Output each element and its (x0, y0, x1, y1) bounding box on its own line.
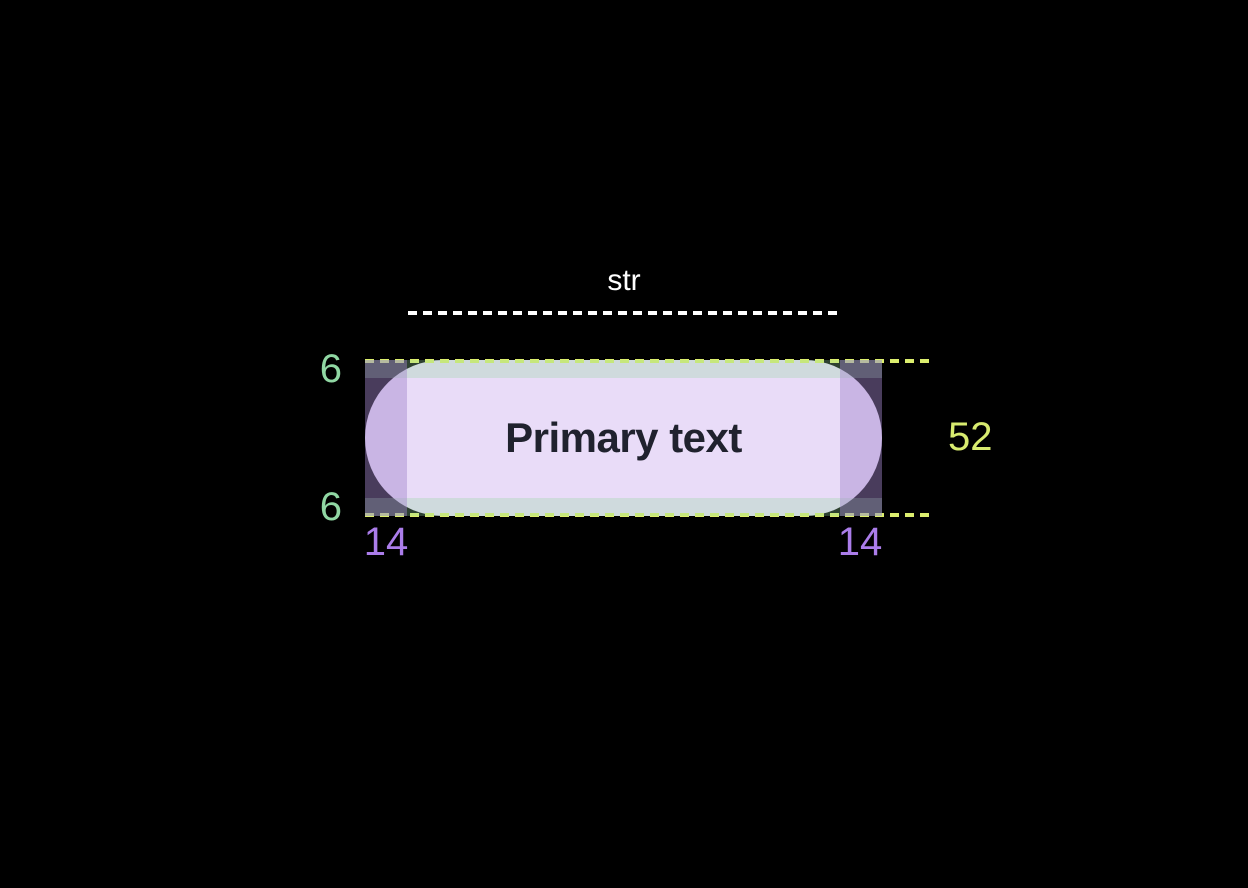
padding-bottom-overlay (365, 498, 882, 516)
primary-button-label: Primary text (505, 414, 742, 461)
padding-bottom-value-label: 6 (319, 485, 342, 529)
height-guide-line-bottom (365, 513, 930, 517)
padding-right-overlay (840, 360, 882, 516)
padding-right-value-label: 14 (837, 520, 883, 564)
text-width-guide-line (408, 311, 840, 315)
height-value-label: 52 (948, 415, 993, 459)
primary-button-example: Primary text (365, 360, 882, 516)
padding-left-value-label: 14 (363, 520, 409, 564)
text-width-label: str (607, 264, 641, 297)
button-bounding-box: Primary text (365, 359, 930, 517)
padding-top-value-label: 6 (319, 347, 342, 391)
height-guide-line-top (365, 359, 930, 363)
padding-left-overlay (365, 360, 407, 516)
padding-top-overlay (365, 360, 882, 378)
